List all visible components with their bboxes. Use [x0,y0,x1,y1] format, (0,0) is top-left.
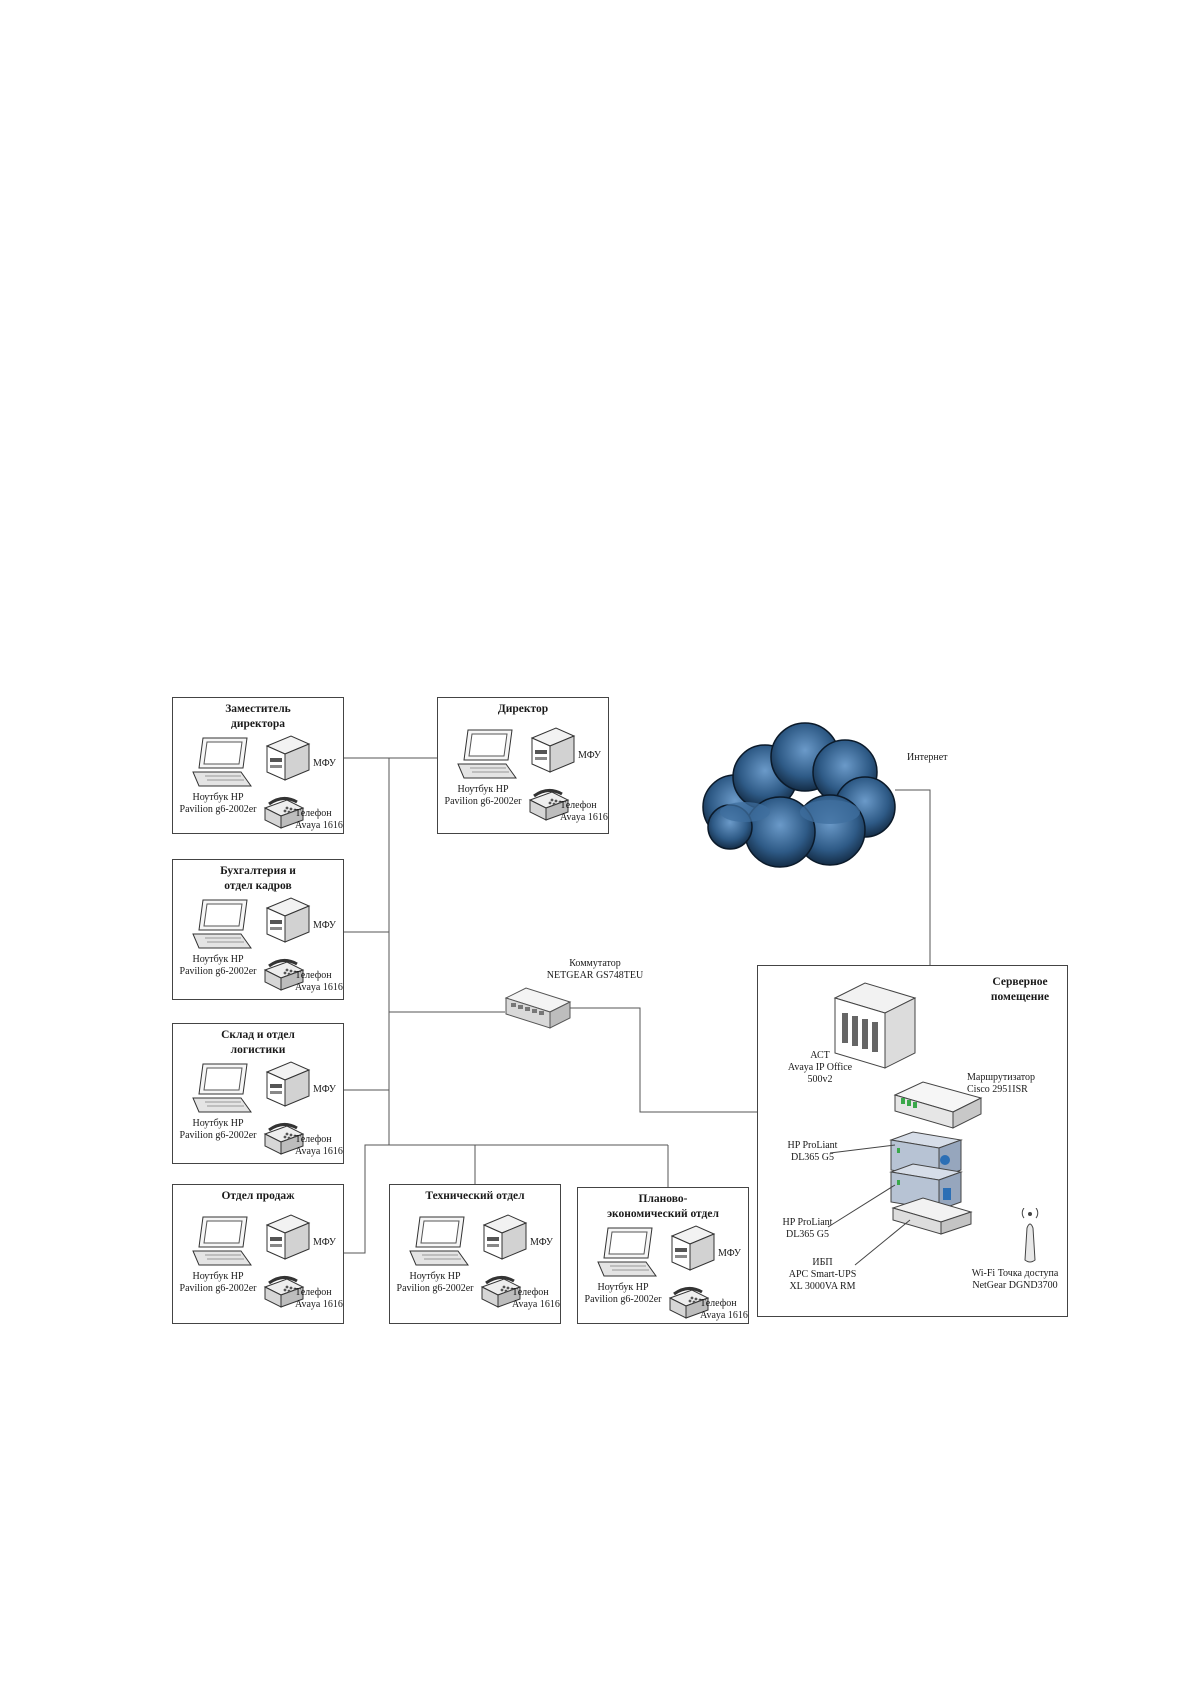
server2-label: HP ProLiant DL365 G5 [782,1217,833,1240]
mfp-label: МФУ [313,920,336,931]
laptop-icon [596,1226,658,1283]
phone-icon [261,794,305,837]
laptop-label: Ноутбук HP Pavilion g6-2002er [179,954,257,977]
internet-label: Интернет [907,752,948,763]
laptop-icon [408,1215,470,1272]
phone-icon [261,1120,305,1163]
phone-label: Телефон Avaya 1616 [295,1287,343,1310]
wifi-antenna-icon [1021,1207,1039,1263]
dept-title: Склад и отдел логистики [221,1029,295,1056]
server-rack [883,1130,973,1240]
mfp-icon [261,894,313,951]
dept-title: Директор [497,703,549,715]
router [893,1080,983,1130]
laptop-icon [191,736,253,793]
phone-label: Телефон Avaya 1616 [295,970,343,993]
cloud-icon [702,722,896,868]
mfp-label: МФУ [718,1248,741,1259]
mfp-label: МФУ [578,750,601,761]
mfp-label: МФУ [313,1237,336,1248]
mfp-label: МФУ [313,1084,336,1095]
laptop-icon [191,898,253,955]
laptop-icon [191,1062,253,1119]
mfp-icon [478,1211,530,1268]
laptop-label: Ноутбук HP Pavilion g6-2002er [179,1118,257,1141]
server-room-title: Серверное помещение [990,976,1050,1003]
phone-label: Телефон Avaya 1616 [295,808,343,831]
pbx [830,978,920,1070]
dept-title: Технический отдел [425,1190,525,1202]
phone-icon [526,786,570,829]
mfp-icon [261,1211,313,1268]
dept-title: Бухгалтерия и отдел кадров [220,865,296,892]
laptop-icon [456,728,518,785]
ups-label: ИБП APC Smart-UPS XL 3000VA RM [788,1257,857,1292]
laptop-label: Ноутбук HP Pavilion g6-2002er [179,792,257,815]
phone-label: Телефон Avaya 1616 [560,800,608,823]
dept-title: Отдел продаж [221,1190,295,1202]
mfp-icon [261,732,313,789]
phone-icon [666,1284,710,1327]
mfp-icon [261,1058,313,1115]
phone-label: Телефон Avaya 1616 [512,1287,560,1310]
laptop-icon [191,1215,253,1272]
phone-icon [478,1273,522,1316]
mfp-label: МФУ [313,758,336,769]
laptop-label: Ноутбук HP Pavilion g6-2002er [584,1282,662,1305]
router-icon [893,1081,983,1129]
router-label: Маршрутизатор Cisco 2951ISR [967,1072,1035,1095]
pbx-label: АСТ Avaya IP Office 500v2 [787,1050,853,1085]
switch [502,984,572,1032]
phone-icon [261,1273,305,1316]
switch-icon [504,987,572,1029]
mfp-icon [666,1222,718,1279]
laptop-label: Ноутбук HP Pavilion g6-2002er [396,1271,474,1294]
internet-cloud [690,712,900,877]
mfp-icon [526,724,578,781]
server1-label: HP ProLiant DL365 G5 [787,1140,838,1163]
switch-label: Коммутатор NETGEAR GS748TEU [546,958,644,981]
wifi-label: Wi-Fi Точка доступа NetGear DGND3700 [971,1268,1059,1291]
laptop-label: Ноутбук HP Pavilion g6-2002er [179,1271,257,1294]
phone-label: Телефон Avaya 1616 [700,1298,748,1321]
phone-icon [261,956,305,999]
laptop-label: Ноутбук HP Pavilion g6-2002er [444,784,522,807]
mfp-label: МФУ [530,1237,553,1248]
wifi-ap [1015,1207,1045,1268]
pbx-server-icon [833,982,917,1069]
dept-title: Заместитель директора [225,703,291,730]
phone-label: Телефон Avaya 1616 [295,1134,343,1157]
dept-title: Планово- экономический отдел [607,1193,719,1220]
rack-servers-icon [889,1131,973,1235]
